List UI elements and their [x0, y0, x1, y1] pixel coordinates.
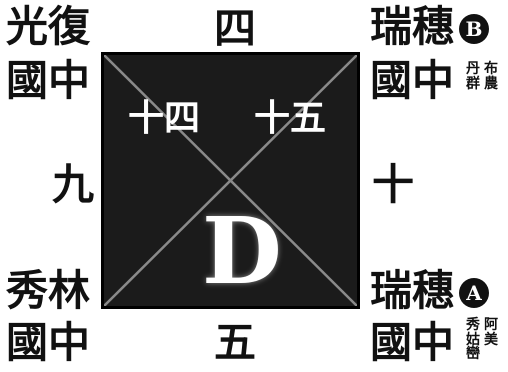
badge-a: A: [459, 278, 489, 308]
bottom-right-line2: 國中: [370, 318, 455, 367]
court-label-left: 十四: [128, 98, 201, 139]
top-right-line2: 國中: [370, 56, 455, 105]
bottom-center-label: 五: [214, 318, 257, 367]
right-middle-label: 十: [372, 160, 415, 209]
top-left-line2: 國中: [6, 56, 91, 105]
bottom-left-line1: 秀林: [6, 266, 91, 315]
court-square: 十四 十五 D: [101, 52, 360, 309]
top-center-label: 四: [214, 4, 257, 53]
top-right-note-col2: 布農: [484, 61, 498, 92]
bottom-right-line1: 瑞穗: [370, 266, 455, 315]
bottom-right-note-col2: 阿美: [484, 317, 498, 348]
top-left-line1: 光復: [6, 2, 91, 51]
top-right-note-col1: 丹群: [466, 61, 480, 92]
court-diagonals: [104, 55, 357, 306]
badge-b: B: [459, 14, 489, 44]
bottom-left-line2: 國中: [6, 318, 91, 367]
left-middle-label: 九: [52, 160, 95, 209]
bottom-right-note-col1: 秀姑巒: [466, 317, 480, 363]
court-letter: D: [202, 197, 282, 305]
top-right-line1: 瑞穗: [370, 2, 455, 51]
diagonal-line-2: [104, 55, 357, 306]
court-label-right: 十五: [254, 98, 327, 139]
